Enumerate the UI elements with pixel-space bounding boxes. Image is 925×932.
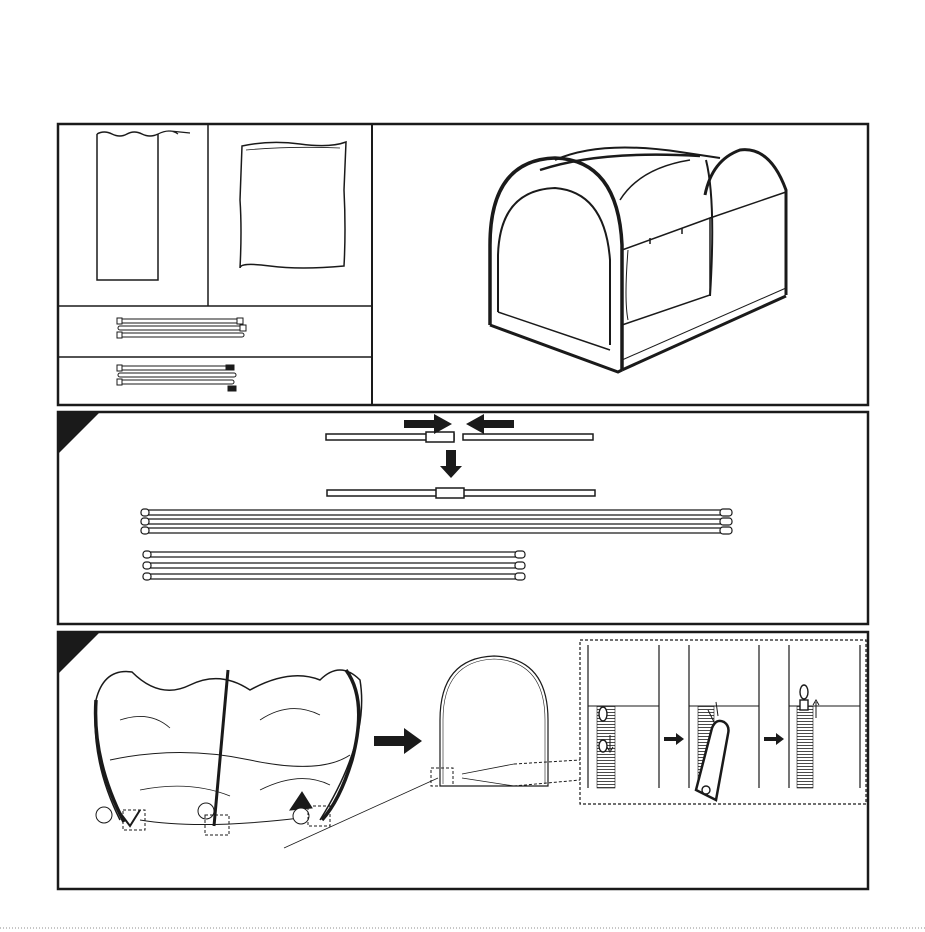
- zipper-detail: [580, 640, 866, 804]
- zoom-line-top: [514, 760, 580, 764]
- step-corner-marker: [58, 412, 100, 454]
- storage-bag-icon: [97, 131, 190, 280]
- fabric-with-poles-illustration: [95, 670, 362, 826]
- zoom-line-bottom: [514, 780, 580, 786]
- finished-tent-illustration: [490, 148, 786, 373]
- step-corner-marker: [58, 632, 100, 674]
- contents-panel: [58, 124, 868, 405]
- zipper-frame-1: [588, 645, 659, 788]
- tent-body-sheet-icon: [240, 142, 346, 268]
- pole-joint-diagram: [326, 414, 595, 498]
- zipper-frame-2: [689, 645, 759, 800]
- assembled-frame-illustration: [431, 656, 548, 786]
- callout-circle-2: [198, 803, 214, 819]
- callout-circle-3: [293, 808, 309, 824]
- arrow-right-icon: [404, 414, 452, 434]
- long-pole-set-icon: [117, 318, 246, 338]
- zipper-frame-3: [789, 645, 860, 788]
- long-poles-group: [141, 509, 732, 534]
- arrow-down-icon: [440, 450, 462, 478]
- arrow-right-icon: [764, 733, 784, 745]
- step-1-panel: [58, 412, 868, 624]
- arrow-left-icon: [466, 414, 514, 434]
- arrow-right-icon: [374, 728, 422, 754]
- step-2-panel: [58, 632, 868, 889]
- callout-circle-1: [96, 807, 112, 823]
- short-poles-group: [143, 551, 525, 580]
- arrow-right-icon: [664, 733, 684, 745]
- short-pole-set-icon: [117, 365, 236, 391]
